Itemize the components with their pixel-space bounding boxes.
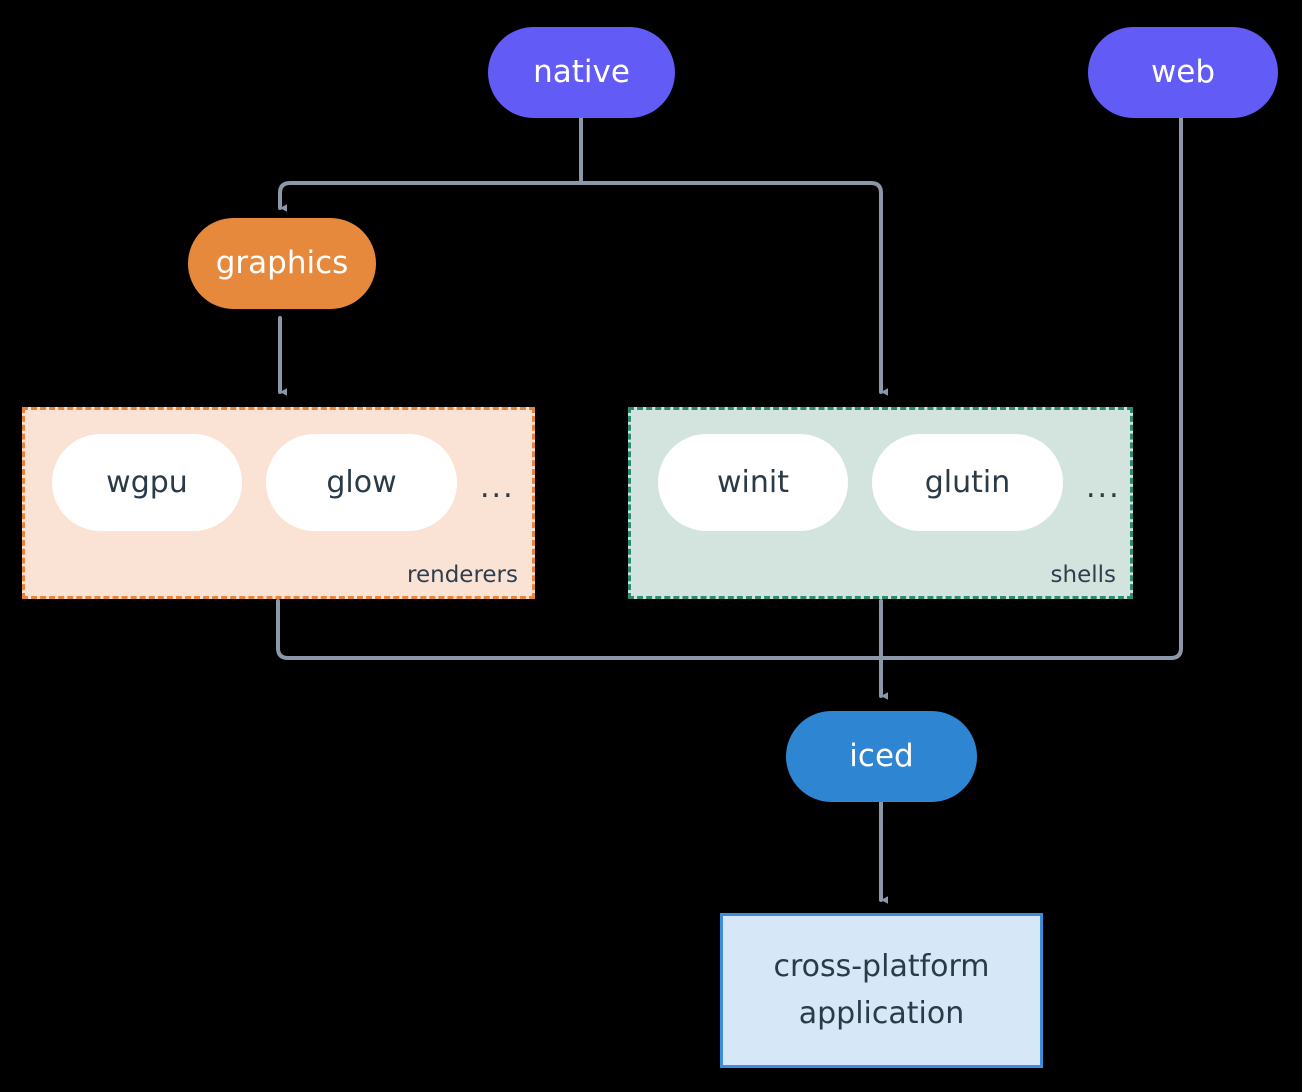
node-iced-label: iced [849, 737, 914, 774]
chip-glow-label: glow [326, 465, 397, 500]
node-cross-platform-application[interactable]: cross-platform application [720, 913, 1043, 1068]
application-label-line2: application [798, 995, 965, 1031]
edge-renderers-iced [276, 599, 883, 660]
node-native-label: native [533, 53, 630, 90]
chip-glutin[interactable]: glutin [872, 434, 1063, 531]
node-native[interactable]: native [488, 27, 675, 118]
edge-native-graphics [278, 181, 583, 212]
renderers-overflow-ellipsis: ... [480, 470, 515, 505]
chip-winit-label: winit [717, 465, 789, 500]
node-graphics[interactable]: graphics [188, 218, 376, 309]
node-graphics-label: graphics [215, 244, 349, 281]
node-web[interactable]: web [1088, 27, 1278, 118]
group-shells-label: shells [1050, 562, 1116, 588]
node-web-label: web [1150, 53, 1216, 90]
chip-glow[interactable]: glow [266, 434, 457, 531]
group-renderers-label: renderers [407, 562, 518, 588]
chip-glutin-label: glutin [924, 465, 1011, 500]
group-shells: winit glutin ... shells [628, 407, 1133, 599]
shells-overflow-ellipsis: ... [1086, 470, 1121, 505]
chip-winit[interactable]: winit [658, 434, 848, 531]
application-label-line1: cross-platform [773, 949, 990, 984]
node-iced[interactable]: iced [786, 711, 977, 802]
chip-wgpu[interactable]: wgpu [52, 434, 242, 531]
edge-native-shells [579, 181, 888, 396]
chip-wgpu-label: wgpu [106, 465, 188, 500]
group-renderers: wgpu glow ... renderers [22, 407, 535, 599]
